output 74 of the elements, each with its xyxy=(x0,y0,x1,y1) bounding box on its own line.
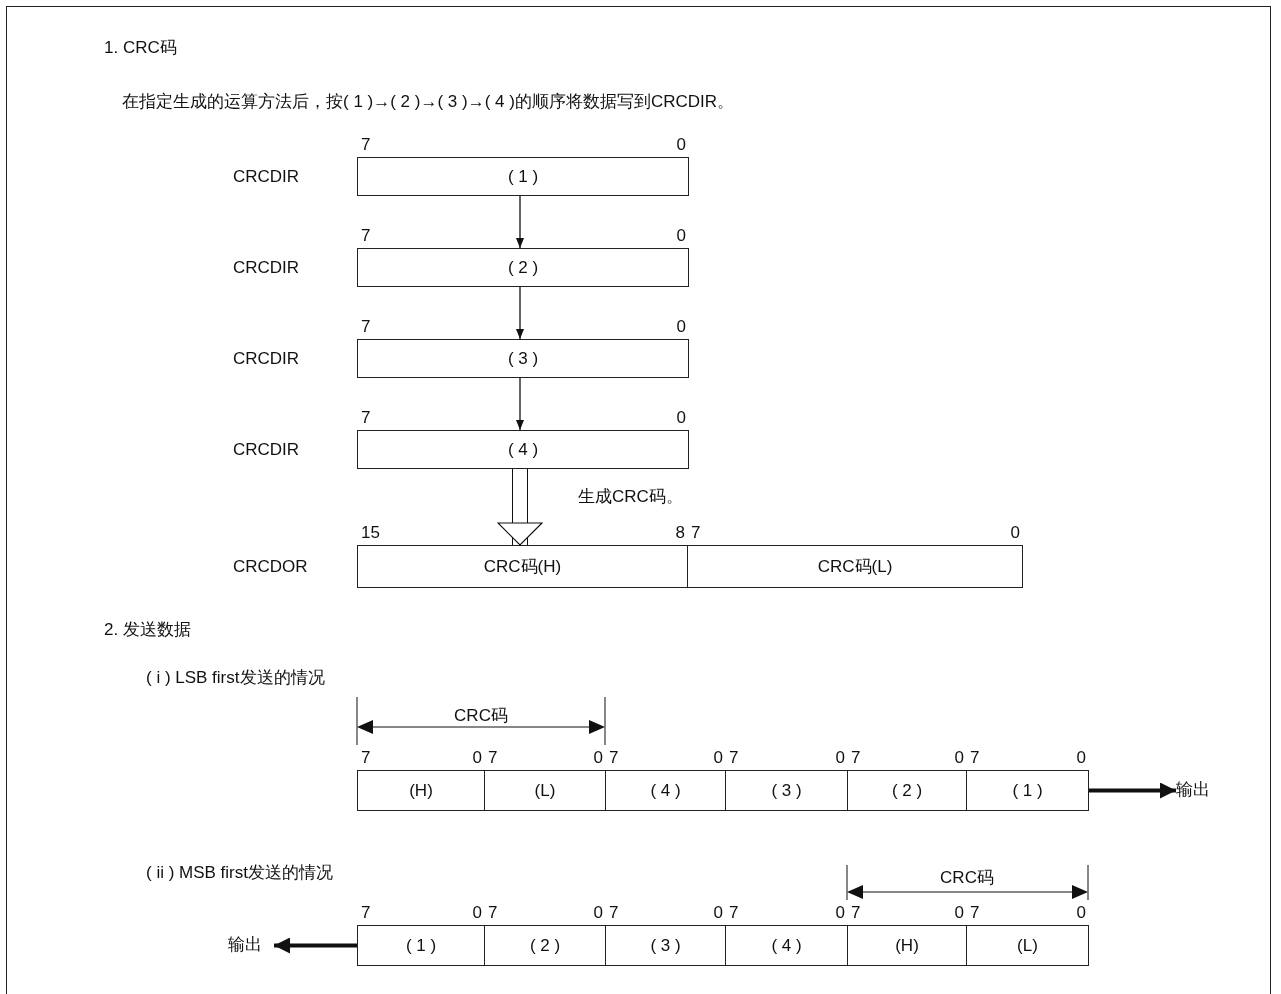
section-heading: 2. 发送数据 xyxy=(104,620,191,640)
bit-number: 0 xyxy=(1076,903,1086,923)
subsection-heading: ( ii ) MSB first发送的情况 xyxy=(146,863,333,883)
bit-number: 7 xyxy=(691,523,701,543)
arrow xyxy=(516,286,524,340)
subsection-heading: ( i ) LSB first发送的情况 xyxy=(146,668,325,688)
bit-field: (L) xyxy=(484,770,606,811)
bit-number: 7 xyxy=(609,903,619,923)
bit-number: 0 xyxy=(713,748,723,768)
bit-number: 0 xyxy=(713,903,723,923)
bit-field: CRC码(L) xyxy=(687,545,1023,588)
bit-number: 7 xyxy=(361,748,371,768)
bit-number: 0 xyxy=(676,135,686,155)
bit-field: ( 1 ) xyxy=(357,157,689,196)
arrow xyxy=(1089,782,1176,799)
bit-field: ( 3 ) xyxy=(605,925,726,966)
bit-number: 7 xyxy=(488,903,498,923)
bit-number: 7 xyxy=(851,748,861,768)
bit-number: 8 xyxy=(675,523,685,543)
bit-field: ( 4 ) xyxy=(725,925,848,966)
bit-number: 7 xyxy=(361,408,371,428)
bit-number: 0 xyxy=(593,903,603,923)
bit-number: 7 xyxy=(609,748,619,768)
bit-number: 0 xyxy=(1076,748,1086,768)
bit-number: 0 xyxy=(472,903,482,923)
bit-field: ( 2 ) xyxy=(847,770,967,811)
arrow xyxy=(516,377,524,431)
bit-field: ( 1 ) xyxy=(966,770,1089,811)
bit-number: 0 xyxy=(835,748,845,768)
bit-number: 7 xyxy=(970,903,980,923)
arrow xyxy=(516,195,524,249)
register-name: CRCDIR xyxy=(233,439,300,460)
section-heading: 1. CRC码 xyxy=(104,38,177,58)
bit-number: 7 xyxy=(729,748,739,768)
bit-field: (H) xyxy=(847,925,967,966)
output-label: 输出 xyxy=(228,935,262,955)
bit-number: 15 xyxy=(361,523,380,543)
bit-number: 0 xyxy=(676,317,686,337)
register-name: CRCDOR xyxy=(233,556,308,577)
bit-number: 7 xyxy=(361,226,371,246)
bit-number: 0 xyxy=(835,903,845,923)
bit-field: ( 3 ) xyxy=(357,339,689,378)
bit-number: 7 xyxy=(851,903,861,923)
bit-number: 0 xyxy=(593,748,603,768)
arrow xyxy=(274,937,357,954)
bit-number: 7 xyxy=(361,135,371,155)
bit-number: 0 xyxy=(1010,523,1020,543)
output-label: 输出 xyxy=(1176,780,1210,800)
bit-number: 7 xyxy=(488,748,498,768)
bit-number: 7 xyxy=(970,748,980,768)
bit-number: 0 xyxy=(954,748,964,768)
dimension-label: CRC码 xyxy=(454,706,508,726)
bit-field: (H) xyxy=(357,770,485,811)
bit-field: CRC码(H) xyxy=(357,545,688,588)
bit-number: 7 xyxy=(361,317,371,337)
bit-number: 7 xyxy=(729,903,739,923)
bit-field: (L) xyxy=(966,925,1089,966)
bit-field: ( 2 ) xyxy=(484,925,606,966)
bit-field: ( 4 ) xyxy=(357,430,689,469)
hollow-arrow xyxy=(497,469,543,546)
bit-number: 0 xyxy=(676,408,686,428)
bit-field: ( 1 ) xyxy=(357,925,485,966)
register-name: CRCDIR xyxy=(233,166,300,187)
bit-number: 0 xyxy=(472,748,482,768)
dimension-label: CRC码 xyxy=(940,868,994,888)
bit-number: 7 xyxy=(361,903,371,923)
register-name: CRCDIR xyxy=(233,348,300,369)
bit-field: ( 4 ) xyxy=(605,770,726,811)
bit-field: ( 3 ) xyxy=(725,770,848,811)
bit-field: ( 2 ) xyxy=(357,248,689,287)
register-name: CRCDIR xyxy=(233,257,300,278)
bit-number: 0 xyxy=(676,226,686,246)
bit-number: 0 xyxy=(954,903,964,923)
instruction-text: 在指定生成的运算方法后，按( 1 )→( 2 )→( 3 )→( 4 )的顺序将数据写到CRCDIR。 xyxy=(122,92,734,112)
